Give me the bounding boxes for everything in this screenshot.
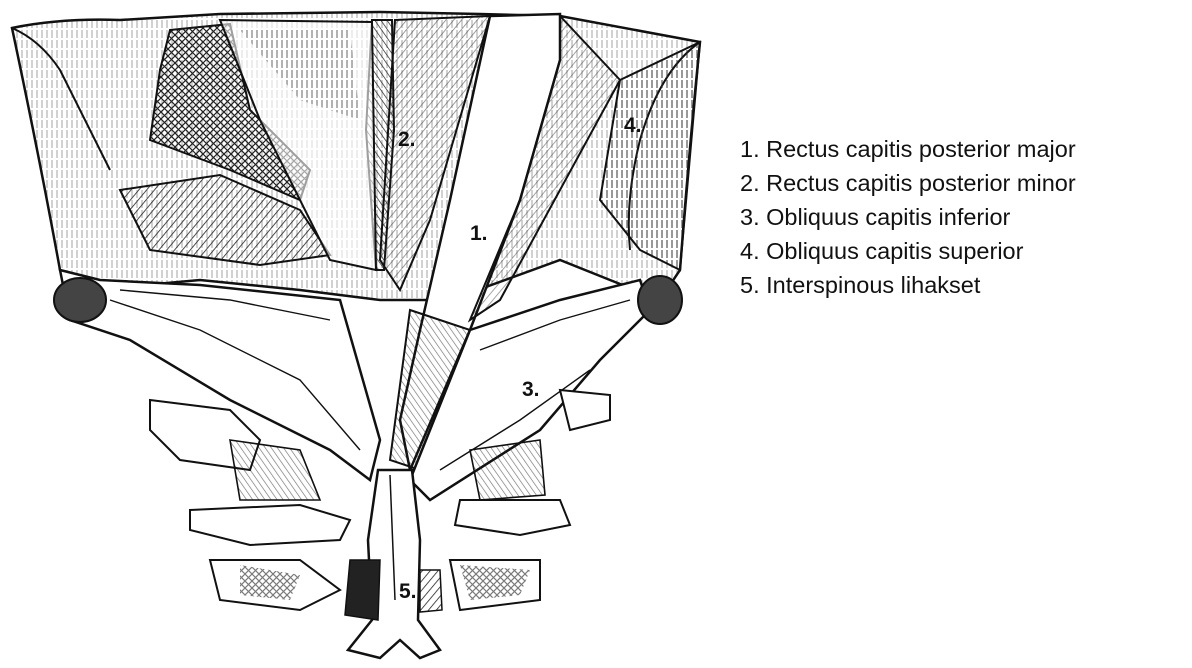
legend-item-1: 1. Rectus capitis posterior major xyxy=(740,132,1076,166)
legend-item-2: 2. Rectus capitis posterior minor xyxy=(740,166,1076,200)
legend-item-3: 3. Obliquus capitis inferior xyxy=(740,200,1076,234)
anatomy-illustration: 2. 4. 1. 3. 5. xyxy=(0,0,720,668)
label-1: 1. xyxy=(470,222,488,246)
label-4: 4. xyxy=(624,114,642,138)
suboccipital-muscles-drawing xyxy=(0,0,720,668)
legend-item-4: 4. Obliquus capitis superior xyxy=(740,234,1076,268)
legend-item-5: 5. Interspinous lihakset xyxy=(740,268,1076,302)
label-3: 3. xyxy=(522,378,540,402)
muscle-legend: 1. Rectus capitis posterior major 2. Rec… xyxy=(740,132,1076,302)
label-2: 2. xyxy=(398,128,416,152)
label-5: 5. xyxy=(399,580,417,604)
